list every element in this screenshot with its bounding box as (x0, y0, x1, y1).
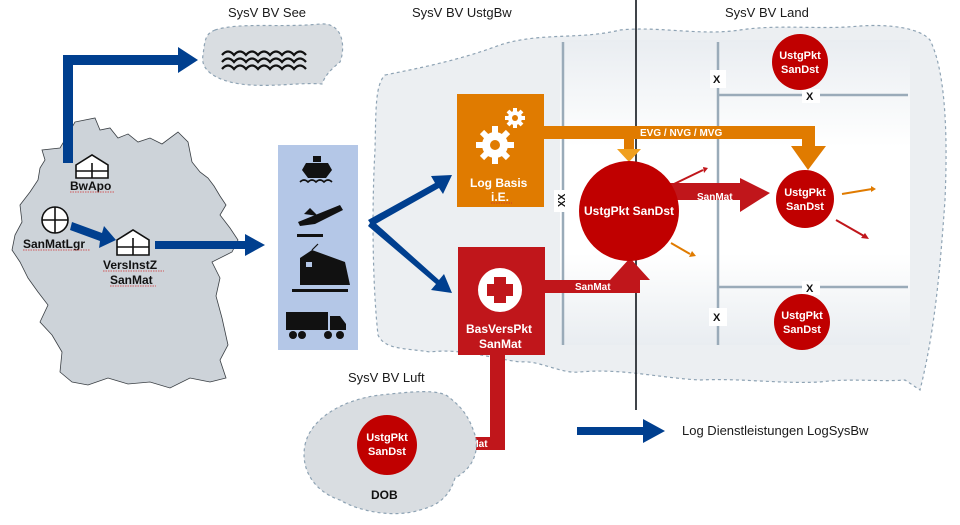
red-cross-icon (478, 268, 522, 312)
basverspkt-sanmat-label: SanMat (479, 337, 522, 351)
region-label-ustgbw: SysV BV UstgBw (412, 5, 512, 20)
arrow-to-transport (155, 234, 265, 256)
ustgpkt-label: UstgPkt (781, 310, 823, 322)
arrow-to-see (63, 47, 198, 163)
warehouse-icon (116, 229, 150, 256)
marker-x: X (713, 312, 721, 324)
train-icon (292, 243, 350, 292)
storage-icon (41, 206, 69, 234)
ustgpkt-circle-bottom (774, 294, 830, 350)
marker-x: X (806, 283, 814, 295)
ustgpkt-main-label: UstgPkt SanDst (584, 204, 674, 218)
sanmat-label: SanMat (575, 282, 611, 293)
arrow-basverspkt-to-ustgpkt (545, 258, 650, 293)
evg-flow-arrow (543, 126, 826, 170)
gears-icon (476, 108, 525, 164)
arrow-sanmatlgr-to-versinstz (70, 222, 116, 248)
sanmat-label: SanMat (697, 192, 733, 203)
log-basis-ie-label: i.E. (491, 190, 509, 204)
ustgpkt-circle-mid (776, 170, 834, 228)
log-basis-label: Log Basis (470, 176, 528, 190)
arrow-ustgpkt-to-land (665, 178, 770, 212)
marker-x: X (806, 91, 814, 103)
region-label-see: SysV BV See (228, 5, 306, 20)
versinstz-sanmat-label: SanMat (110, 273, 153, 287)
region-label-luft: SysV BV Luft (348, 370, 425, 385)
see-cloud (202, 23, 344, 86)
region-label-land: SysV BV Land (725, 5, 809, 20)
arrow-to-basverspkt (368, 220, 452, 293)
ustgpkt-label: UstgPkt (779, 50, 821, 62)
sandst-label: SanDst (783, 324, 821, 336)
marker-xx: XX (557, 193, 568, 207)
ustgpkt-label: UstgPkt (366, 432, 408, 444)
sandst-label: SanDst (368, 446, 406, 458)
truck-icon (286, 312, 346, 339)
ustgpkt-circle-luft (357, 415, 417, 475)
plane-icon (297, 205, 343, 237)
evg-label: EVG / NVG / MVG (640, 128, 722, 139)
blue-arrows (63, 47, 665, 443)
basverspkt-label: BasVersPkt (466, 322, 532, 336)
warehouse-icon (75, 154, 109, 179)
sandst-label: SanDst (781, 64, 819, 76)
arrow-to-logbasis (368, 175, 452, 226)
legend-arrow (577, 419, 665, 443)
sandst-label: SanDst (786, 201, 824, 213)
ustgpkt-main-circle (579, 161, 679, 261)
legend-log-dienst-label: Log Dienstleistungen LogSysBw (682, 423, 869, 438)
ustgpkt-circle-top (772, 34, 828, 90)
dob-label: DOB (371, 488, 398, 502)
ustgpkt-label: UstgPkt (784, 187, 826, 199)
ship-icon (299, 156, 333, 184)
versinstz-label: VersInstZ (103, 258, 157, 272)
sanmatlgr-label: SanMatLgr (23, 237, 85, 251)
marker-x: X (713, 74, 721, 86)
waves-icon (221, 50, 307, 71)
bwapo-label: BwApo (70, 179, 111, 193)
